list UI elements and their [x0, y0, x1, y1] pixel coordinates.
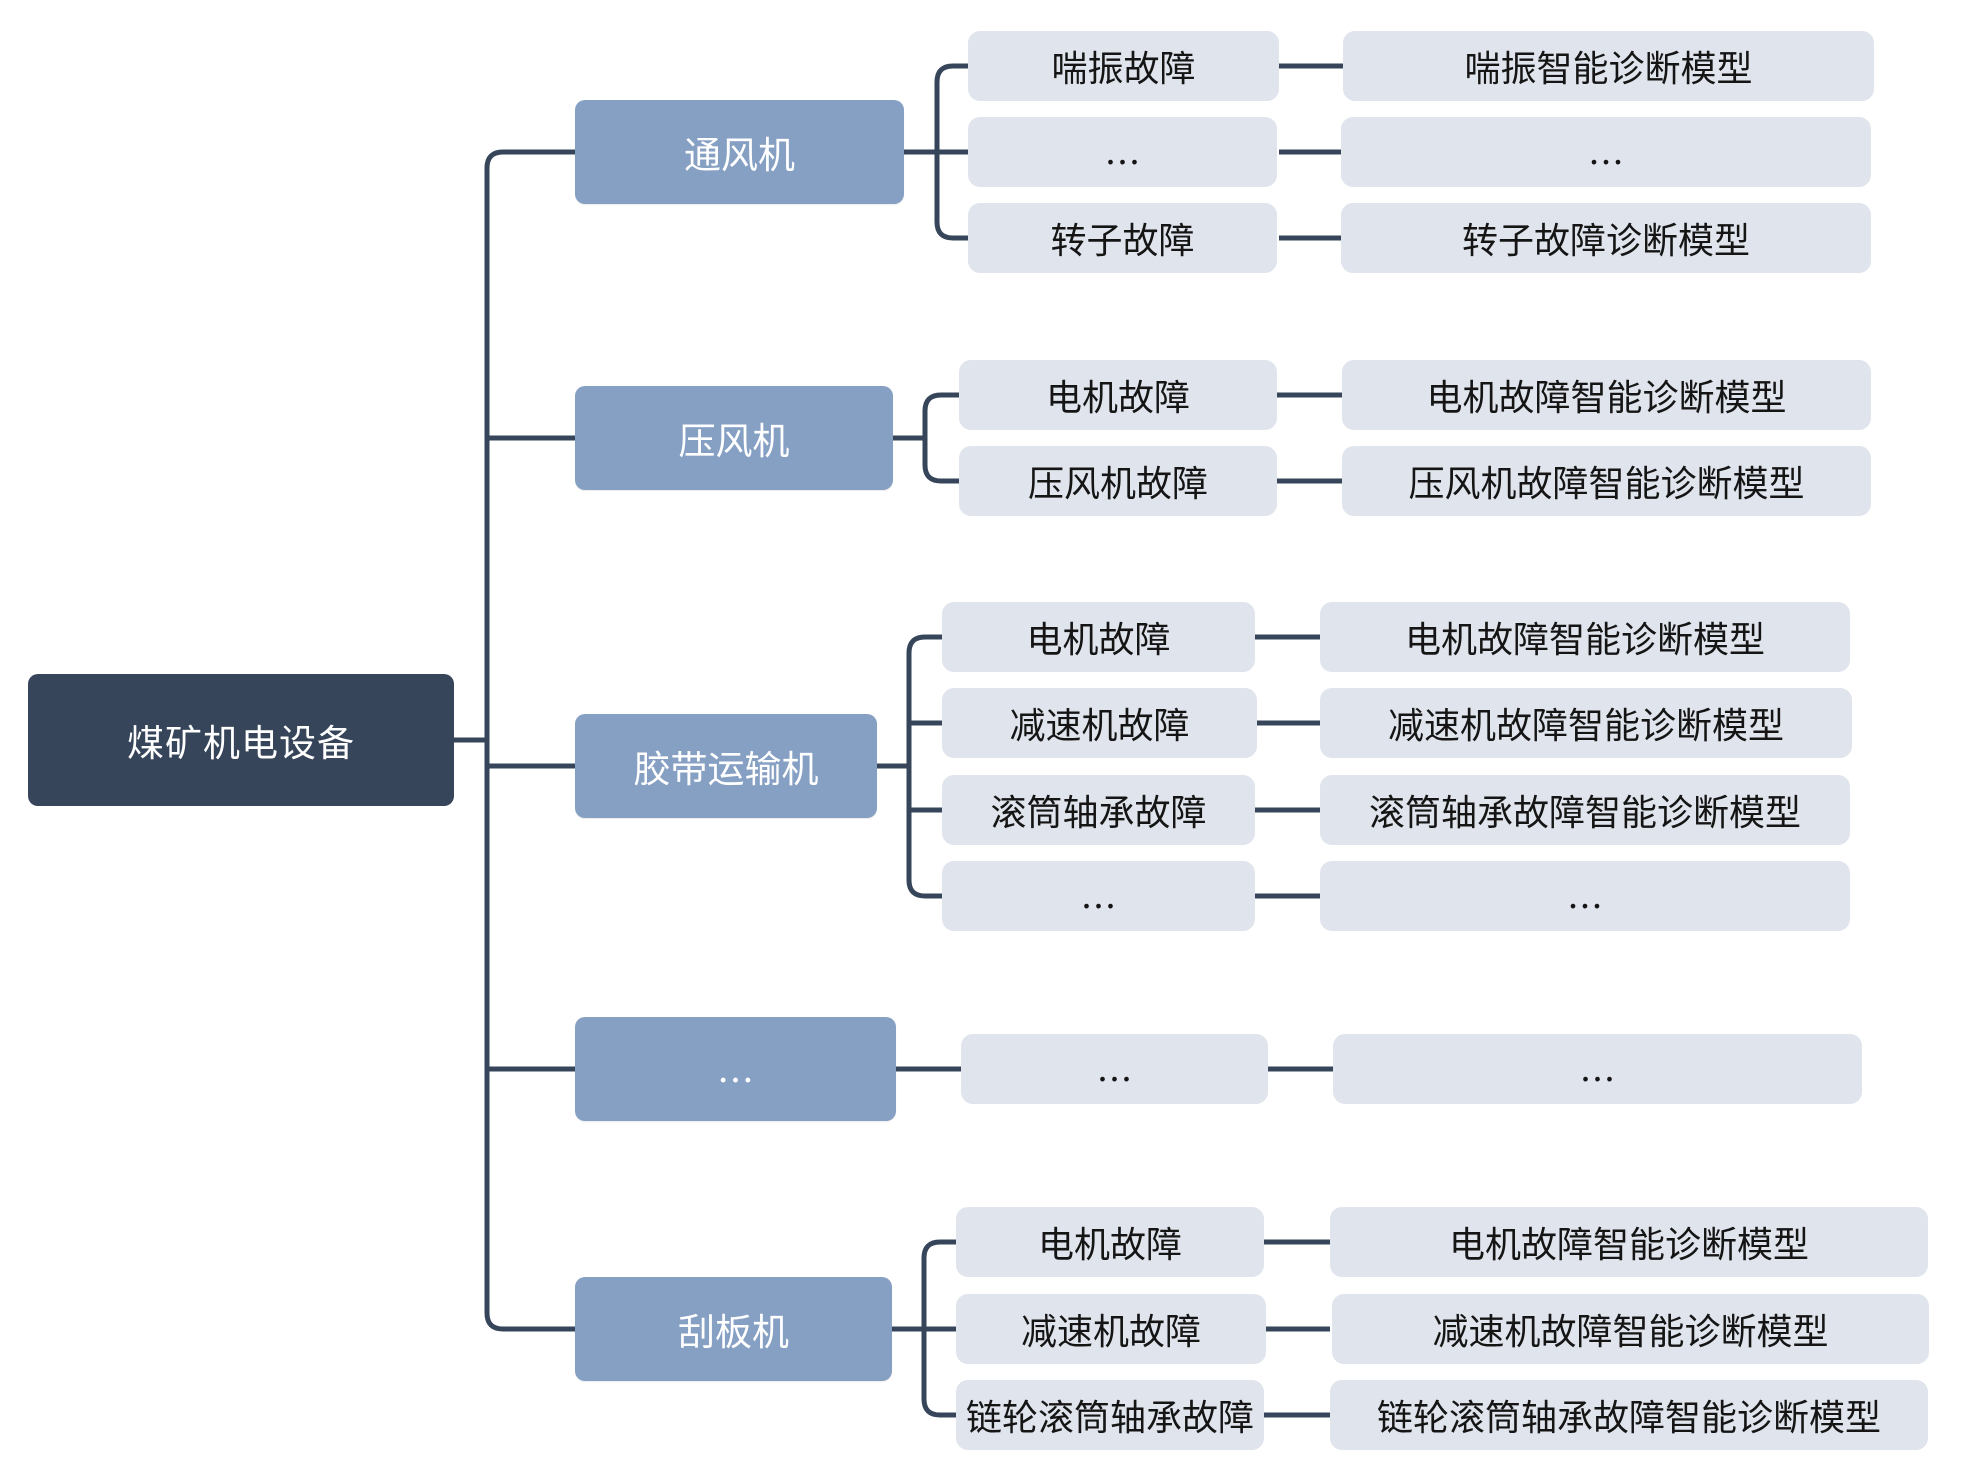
air-compressor-model-node: 电机故障智能诊断模型: [1342, 360, 1871, 430]
category-air-compressor: 压风机: [575, 386, 893, 490]
category-ventilator: 通风机: [575, 100, 904, 204]
category-belt-conveyor: 胶带运输机: [575, 714, 877, 818]
category-more: …: [575, 1017, 896, 1121]
scraper-conveyor-model-node: 减速机故障智能诊断模型: [1332, 1294, 1929, 1364]
more-fault-node: …: [961, 1034, 1268, 1104]
ventilator-fault-node: 喘振故障: [968, 31, 1279, 101]
scraper-conveyor-fault-node: 减速机故障: [956, 1294, 1266, 1364]
belt-conveyor-fault-node: …: [942, 861, 1255, 931]
scraper-conveyor-model-node: 电机故障智能诊断模型: [1330, 1207, 1928, 1277]
ventilator-model-node: 转子故障诊断模型: [1341, 203, 1871, 273]
ventilator-model-node: …: [1341, 117, 1871, 187]
scraper-conveyor-fault-node: 链轮滚筒轴承故障: [956, 1380, 1264, 1450]
belt-conveyor-fault-node: 电机故障: [942, 602, 1255, 672]
air-compressor-fault-node: 压风机故障: [959, 446, 1277, 516]
belt-conveyor-model-node: 减速机故障智能诊断模型: [1320, 688, 1852, 758]
belt-conveyor-fault-node: 减速机故障: [942, 688, 1257, 758]
belt-conveyor-fault-node: 滚筒轴承故障: [942, 775, 1255, 845]
belt-conveyor-bracket: [906, 634, 942, 899]
belt-conveyor-model-node: 滚筒轴承故障智能诊断模型: [1320, 775, 1850, 845]
air-compressor-model-node: 压风机故障智能诊断模型: [1342, 446, 1871, 516]
more-model-node: …: [1333, 1034, 1862, 1104]
scraper-conveyor-fault-node: 电机故障: [956, 1207, 1264, 1277]
ventilator-fault-node: …: [968, 117, 1277, 187]
trunk-connector: [484, 149, 575, 1332]
ventilator-fault-node: 转子故障: [968, 203, 1277, 273]
air-compressor-fault-node: 电机故障: [959, 360, 1277, 430]
belt-conveyor-model-node: …: [1320, 861, 1850, 931]
ventilator-model-node: 喘振智能诊断模型: [1343, 31, 1874, 101]
root-node: 煤矿机电设备: [28, 674, 454, 806]
scraper-conveyor-model-node: 链轮滚筒轴承故障智能诊断模型: [1330, 1380, 1928, 1450]
air-compressor-bracket: [922, 392, 959, 484]
category-scraper-conveyor: 刮板机: [575, 1277, 892, 1381]
belt-conveyor-model-node: 电机故障智能诊断模型: [1320, 602, 1850, 672]
